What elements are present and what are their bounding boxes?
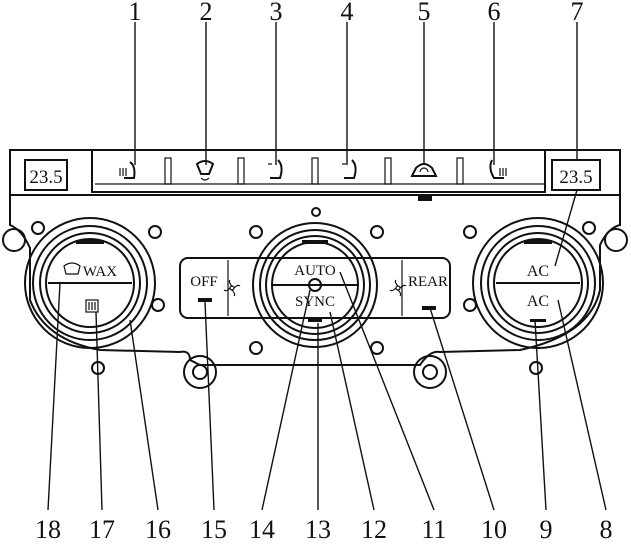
rear-button-label: REAR <box>408 274 448 290</box>
seat-vent-right-icon <box>342 159 357 179</box>
callout-3: 3 <box>270 0 283 26</box>
callouts-bottom: 18 17 16 15 14 13 12 11 10 9 8 <box>35 515 613 544</box>
callout-10: 10 <box>481 515 507 544</box>
left-temp-value: 23.5 <box>29 167 62 188</box>
seat-vent-left-icon <box>268 159 283 179</box>
callout-2: 2 <box>200 0 213 26</box>
callout-9: 9 <box>540 515 553 544</box>
sync-label: SYNC <box>295 294 335 310</box>
fan-high-icon <box>389 279 407 297</box>
callout-11: 11 <box>421 515 446 544</box>
callout-13: 13 <box>305 515 331 544</box>
rear-button[interactable]: REAR <box>408 274 448 310</box>
callout-17: 17 <box>89 515 115 544</box>
callout-6: 6 <box>488 0 501 26</box>
callout-1: 1 <box>129 0 142 26</box>
callouts-top: 1 2 3 4 5 6 7 <box>129 0 584 26</box>
seat-heat-right-icon <box>489 159 507 179</box>
center-fan-knob[interactable]: AUTO SYNC <box>252 222 378 348</box>
top-strip <box>9 149 621 201</box>
callout-14: 14 <box>249 515 275 544</box>
windshield-defrost-icon <box>63 262 81 275</box>
panel-body <box>2 195 628 366</box>
callout-4: 4 <box>341 0 354 26</box>
left-knob-label: WAX <box>83 264 117 280</box>
defrost-icon <box>195 160 215 181</box>
rear-defrost-icon <box>85 299 99 313</box>
left-temp-display: 23.5 <box>24 159 68 191</box>
off-button[interactable]: OFF <box>190 274 218 302</box>
auto-label: AUTO <box>294 263 336 279</box>
seat-heat-left-icon <box>119 161 136 179</box>
mount-left <box>183 355 217 389</box>
right-temp-knob[interactable]: AC AC <box>472 217 604 349</box>
off-button-label: OFF <box>190 274 218 290</box>
right-knob-bottom-label: AC <box>527 293 549 310</box>
bottom-leaders <box>47 271 607 511</box>
right-temp-display: 23.5 <box>551 159 601 191</box>
callout-12: 12 <box>361 515 387 544</box>
mount-right <box>413 355 447 389</box>
callout-15: 15 <box>201 515 227 544</box>
callout-16: 16 <box>145 515 171 544</box>
callout-8: 8 <box>600 515 613 544</box>
callout-18: 18 <box>35 515 61 544</box>
callout-7: 7 <box>571 0 584 26</box>
fan-low-icon <box>223 279 241 297</box>
callout-5: 5 <box>418 0 431 26</box>
top-leaders <box>134 22 578 267</box>
recirculation-icon <box>410 163 438 177</box>
left-temp-knob[interactable]: WAX <box>24 217 156 349</box>
right-temp-value: 23.5 <box>559 167 592 188</box>
right-knob-top-label: AC <box>527 263 549 280</box>
